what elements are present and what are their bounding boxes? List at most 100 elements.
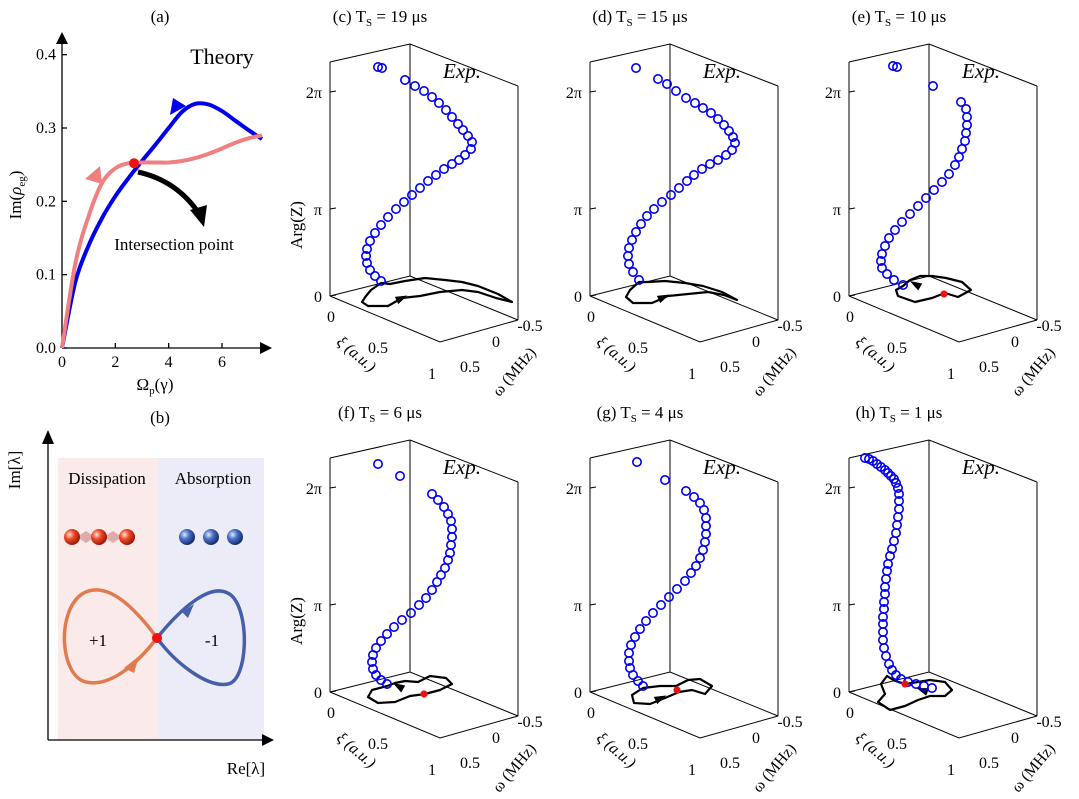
phase-circle [655, 600, 666, 611]
phase-circle [640, 616, 651, 627]
winding-plus-label: +1 [89, 631, 107, 650]
z-tick-mark [329, 603, 337, 606]
z-tick-mark [329, 486, 337, 489]
absorption-loop-arrow [182, 604, 194, 618]
box-top-edge [848, 43, 1038, 87]
phase-circle [406, 190, 417, 201]
omega-tick-label: 0 [752, 334, 760, 351]
phase-circle [904, 209, 915, 220]
phase-circle [661, 79, 672, 90]
absorption-label: Absorption [175, 469, 252, 488]
omega-axis-label: ω (MHz) [749, 740, 799, 795]
phase-circle [959, 136, 970, 147]
omega-tick-label: 0.5 [720, 359, 740, 376]
z-tick-label: π [833, 598, 841, 615]
trajectory-trace [360, 276, 514, 308]
phase-circle [623, 655, 634, 666]
phase-circle [723, 126, 734, 137]
omega-axis-label: ω (MHz) [1008, 344, 1058, 399]
omega-tick-label: 0 [752, 730, 760, 747]
phase-circle [629, 632, 640, 643]
phase-circle [877, 627, 888, 638]
xi-tick-label: 0.5 [368, 340, 388, 357]
phase-circle [623, 243, 634, 254]
z-tick-mark [329, 690, 337, 693]
phase-circle [426, 92, 437, 103]
omega-axis-label: ω (MHz) [749, 344, 799, 399]
phase-circle [879, 465, 890, 476]
phase-circle [896, 217, 907, 228]
phase-circle [446, 524, 457, 535]
phase-circle [445, 540, 456, 551]
phase-circle [366, 656, 377, 667]
omega-tick-label: 0.5 [979, 359, 999, 376]
panel-b-ylabel: Im[λ] [5, 451, 24, 489]
exp-label: Exp. [442, 455, 481, 479]
phase-circle [665, 190, 676, 201]
panel-b-y-arrow [42, 430, 54, 444]
z-tick-label: π [574, 202, 582, 219]
box-top-edge [589, 43, 779, 87]
panel-a-xlabel: Ωp(γ) [137, 375, 174, 397]
phase-circle [422, 176, 433, 187]
panel-b: (b) Im[λ] Re[λ] Dissipation Absorption +… [5, 408, 274, 778]
phase-circle [414, 183, 425, 194]
phase-circle [712, 114, 723, 125]
phase-circle [704, 159, 715, 170]
phase-circle [953, 152, 964, 163]
omega-tick-label: 0.5 [720, 755, 740, 772]
exceptional-point-dot [901, 680, 909, 688]
phase-circle [396, 615, 407, 626]
phase-circle [696, 164, 707, 175]
box-floor-front [848, 295, 1038, 343]
xi-tick-label: 1 [688, 366, 696, 383]
z-tick-label: 0 [314, 289, 322, 306]
phase-circle [466, 137, 477, 148]
z-tick-label: 0 [833, 685, 841, 702]
phase-circle [878, 597, 889, 608]
omega-tick-label: -0.5 [1036, 318, 1061, 335]
x-tick-label: 2 [111, 354, 119, 371]
phase-circle [631, 456, 642, 467]
trace-arrow [653, 695, 667, 705]
blue-series-line [60, 101, 264, 349]
z-axis-label: Arg(Z) [287, 201, 306, 249]
phase-circle [955, 97, 966, 108]
theory-label: Theory [190, 44, 254, 69]
phase-circle [890, 528, 901, 539]
xi-tick-label: 0 [587, 309, 595, 326]
xi-tick-label: 0 [327, 309, 335, 326]
trajectory-trace [894, 274, 973, 304]
phase-circle [880, 651, 891, 662]
box-floor-front [329, 295, 519, 343]
z-tick-mark [848, 690, 856, 693]
trajectory-trace [630, 677, 714, 706]
phase-circle [697, 103, 708, 114]
phase-circle [413, 600, 424, 611]
phase-circle [718, 120, 729, 131]
phase-circle [375, 275, 386, 286]
phase-circle [961, 112, 972, 123]
box-floor-front [329, 691, 519, 739]
phase-circle [877, 635, 888, 646]
dissipation-label: Dissipation [68, 469, 146, 488]
phase-circle [891, 520, 902, 531]
panel-a-y-arrow [56, 32, 68, 44]
phase-circle [887, 60, 898, 71]
phase-circle [364, 236, 375, 247]
phase-circle [659, 475, 670, 486]
omega-tick-label: 0.5 [979, 755, 999, 772]
x-tick-label: 4 [165, 354, 173, 371]
omega-tick-label: 0.5 [460, 755, 480, 772]
phase-circle [960, 128, 971, 139]
z-tick-mark [589, 603, 597, 606]
phase-circle [369, 270, 380, 281]
independent-atoms-icon [179, 529, 243, 545]
phase-circle [876, 249, 887, 260]
phase-circle [627, 266, 638, 277]
phase-circle [688, 170, 699, 181]
panel-title: (c) TS = 19 μs [333, 7, 427, 29]
